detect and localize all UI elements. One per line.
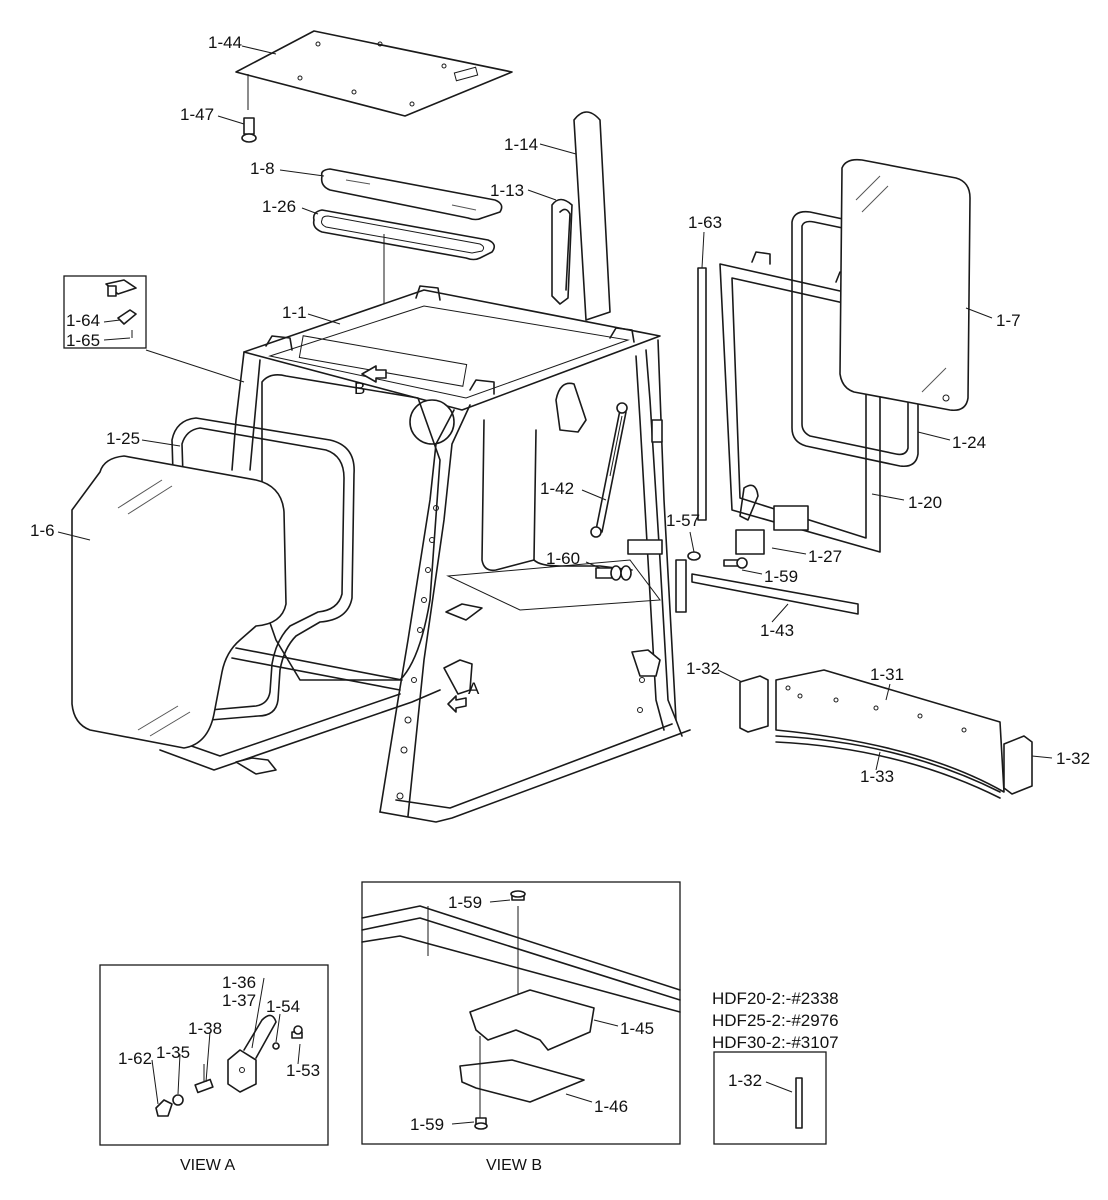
label-1-47: 1-47: [180, 105, 214, 124]
label-view-b-mark: B: [354, 379, 365, 398]
part-1-8-cover: [320, 168, 503, 221]
serial-note-3: HDF30-2:-#3107: [712, 1033, 839, 1052]
label-1-7: 1-7: [996, 311, 1021, 330]
detail-box-1-64: [63, 275, 245, 383]
label-view-a-mark: A: [468, 679, 480, 698]
caption-view-a: VIEW A: [180, 1157, 235, 1174]
label-1-31: 1-31: [870, 665, 904, 684]
caption-view-b: VIEW B: [486, 1157, 542, 1174]
part-1-31-plate: [775, 669, 1005, 793]
label-1-43: 1-43: [760, 621, 794, 640]
label-va-1-37: 1-37: [222, 991, 256, 1010]
part-1-44-plate: [235, 30, 513, 117]
label-1-33: 1-33: [860, 767, 894, 786]
label-vb-1-59-top: 1-59: [448, 893, 482, 912]
leader-lines: [57, 45, 1053, 771]
part-1-43-bar: [691, 573, 859, 615]
label-1-64: 1-64: [66, 311, 100, 330]
part-1-32-cap-left: [739, 675, 769, 733]
label-1-1: 1-1: [282, 303, 307, 322]
label-va-1-38: 1-38: [188, 1019, 222, 1038]
label-1-57: 1-57: [666, 511, 700, 530]
label-vb-1-45: 1-45: [620, 1019, 654, 1038]
label-1-42: 1-42: [540, 479, 574, 498]
part-1-63-strip: [697, 267, 707, 521]
part-1-33-strip: [775, 735, 1001, 799]
label-va-1-36: 1-36: [222, 973, 256, 992]
label-vb-1-59-bot: 1-59: [410, 1115, 444, 1134]
label-1-8: 1-8: [250, 159, 275, 178]
part-labels: 1-44 1-47 1-8 1-26 1-14 1-13 1-63 1-7 1-…: [30, 33, 1090, 1134]
label-va-1-35: 1-35: [156, 1043, 190, 1062]
captions: VIEW A VIEW B HDF20-2:-#2338 HDF25-2:-#2…: [180, 989, 839, 1174]
part-1-24-seal: [791, 210, 919, 468]
part-1-59-screw: [723, 557, 748, 569]
label-1-65: 1-65: [66, 331, 100, 350]
label-1-13: 1-13: [490, 181, 524, 200]
view-b-box: [361, 881, 681, 1145]
serial-detail-box: [713, 1051, 827, 1145]
label-1-63: 1-63: [688, 213, 722, 232]
part-1-14-post: [551, 111, 611, 321]
serial-note-2: HDF25-2:-#2976: [712, 1011, 839, 1030]
label-va-1-54: 1-54: [266, 997, 300, 1016]
label-1-24: 1-24: [952, 433, 986, 452]
label-1-14: 1-14: [504, 135, 538, 154]
label-vb-1-46: 1-46: [594, 1097, 628, 1116]
label-1-32-left: 1-32: [686, 659, 720, 678]
part-1-47-bolt: [241, 117, 257, 143]
label-1-60: 1-60: [546, 549, 580, 568]
part-1-32-cap-right: [1003, 735, 1033, 795]
part-1-57-clip: [675, 551, 701, 613]
label-1-27: 1-27: [808, 547, 842, 566]
view-b-arrow: [361, 365, 387, 383]
part-1-60-fastener: [595, 565, 632, 581]
part-1-6-glass: [71, 455, 287, 749]
label-1-44: 1-44: [208, 33, 242, 52]
label-serial-1-32: 1-32: [728, 1071, 762, 1090]
label-va-1-62: 1-62: [118, 1049, 152, 1068]
label-1-59: 1-59: [764, 567, 798, 586]
label-1-6: 1-6: [30, 521, 55, 540]
label-1-25: 1-25: [106, 429, 140, 448]
view-a-arrow: [447, 695, 467, 713]
label-1-26: 1-26: [262, 197, 296, 216]
label-1-20: 1-20: [908, 493, 942, 512]
label-1-32-right: 1-32: [1056, 749, 1090, 768]
part-1-7-glass: [839, 158, 971, 412]
serial-note-1: HDF20-2:-#2338: [712, 989, 839, 1008]
view-a-box: [99, 964, 329, 1146]
part-1-1-cab-frame: [159, 285, 691, 823]
label-va-1-53: 1-53: [286, 1061, 320, 1080]
part-1-42-gas-strut: [590, 402, 628, 538]
